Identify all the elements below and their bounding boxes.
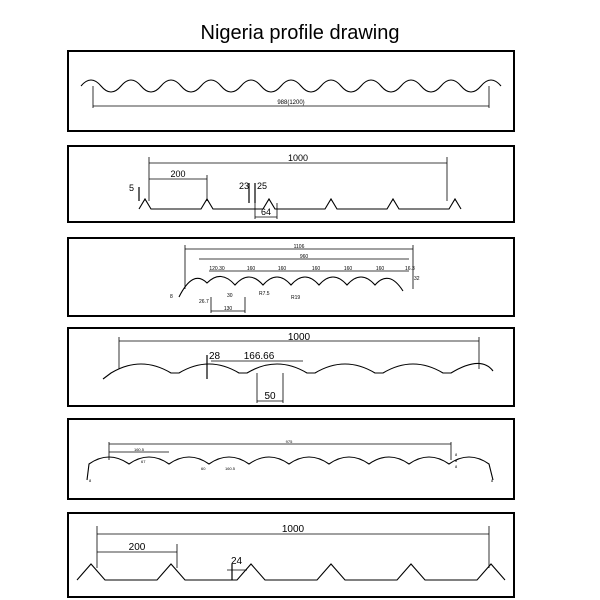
dimension-label: 23 — [239, 181, 249, 191]
dimension-label: 24 — [231, 556, 243, 567]
dimension-label: 160.5 — [134, 447, 145, 452]
dimension-label: 200 — [129, 542, 146, 553]
page-title: Nigeria profile drawing — [200, 22, 400, 44]
profile-drawing-2: 1000 200 5 23 25 64 — [129, 153, 462, 219]
profile-drawing-3: 1106 960 120.30 160 160 160 160 160 16.3… — [170, 244, 420, 313]
dimension-label: 988(1200) — [277, 100, 304, 106]
dimension-label: 8 — [89, 478, 92, 483]
dimension-label: 1000 — [288, 332, 311, 343]
dimension-label: 1000 — [282, 524, 305, 535]
dimension-label: 8 — [455, 458, 458, 463]
dimension-label: 30 — [227, 293, 233, 299]
wave-profile — [80, 79, 502, 93]
dimension-label: 8 — [170, 294, 173, 300]
trapezoid-profile — [76, 563, 506, 581]
profile-panel-1: 988(1200) — [67, 50, 515, 132]
dimension-label: 975 — [286, 439, 293, 444]
profile-panel-2: 1000 200 5 23 25 64 — [67, 145, 515, 223]
dimension-label: 16.3 — [405, 266, 415, 272]
dimension-label: 8 — [455, 464, 458, 469]
dimension-label: 160 — [247, 266, 256, 272]
dimension-label: 130 — [224, 306, 233, 312]
dimension-label: 160 — [312, 266, 321, 272]
dimension-label: 50 — [264, 391, 276, 402]
arched-profile — [178, 275, 404, 298]
dimension-label: 5 — [129, 183, 134, 193]
dimension-label: 1000 — [288, 153, 308, 163]
trapezoid-profile — [138, 197, 462, 210]
dimension-label: R7.5 — [259, 291, 270, 297]
dimension-label: 166.66 — [244, 351, 275, 362]
dimension-label: 26.7 — [199, 299, 209, 305]
profile-drawing-1: 988(1200) — [80, 79, 502, 108]
profile-panel-5: 975 160.5 67 60 160.5 8 8 8 8 8 — [67, 418, 515, 500]
dimension-label: 64 — [261, 207, 271, 217]
dimension-label: R19 — [291, 295, 300, 301]
dimension-label: 28 — [209, 351, 221, 362]
profile-drawing-4: 1000 28 166.66 50 — [102, 332, 494, 403]
arched-profile — [86, 456, 494, 481]
dimension-label: 67 — [141, 459, 146, 464]
dimension-label: 960 — [300, 254, 309, 260]
dimension-label: 1106 — [294, 244, 305, 250]
dimension-label: 120.30 — [209, 266, 225, 272]
dimension-label: 8 — [455, 452, 458, 457]
arched-profile — [102, 362, 494, 380]
profile-panel-6: 1000 200 24 — [67, 512, 515, 598]
dimension-label: 200 — [170, 169, 185, 179]
profile-panel-3: 1106 960 120.30 160 160 160 160 160 16.3… — [67, 237, 515, 317]
profile-drawing-6: 1000 200 24 — [76, 524, 506, 581]
dimension-label: 25 — [257, 181, 267, 191]
dimension-label: 160.5 — [225, 466, 236, 471]
dimension-label: 8 — [491, 478, 494, 483]
dimension-label: 32 — [414, 276, 420, 282]
profile-drawing-5: 975 160.5 67 60 160.5 8 8 8 8 8 — [86, 439, 494, 483]
dimension-label: 160 — [278, 266, 287, 272]
dimension-label: 160 — [344, 266, 353, 272]
profile-panel-4: 1000 28 166.66 50 — [67, 327, 515, 407]
dimension-label: 160 — [376, 266, 385, 272]
dimension-label: 60 — [201, 466, 206, 471]
